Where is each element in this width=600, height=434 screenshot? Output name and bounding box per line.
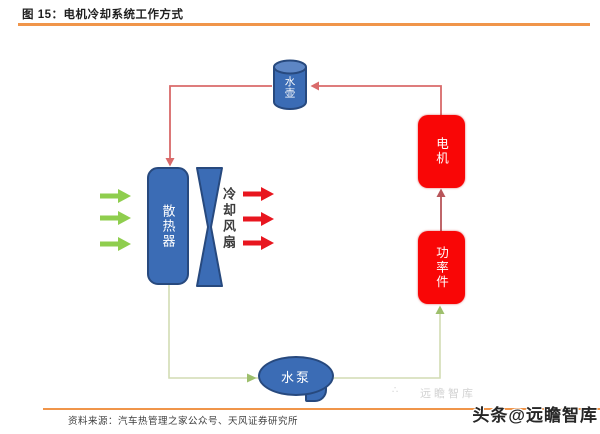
motor-to-kettle-line	[319, 85, 442, 115]
kettle-to-radiator-line	[169, 85, 272, 159]
source-note: 资料来源：汽车热管理之家公众号、天风证券研究所	[68, 416, 299, 427]
power-unit-label: 功率件	[434, 245, 448, 290]
water-kettle-label: 水壶	[283, 76, 296, 99]
watermark-logo: ∴	[392, 385, 400, 396]
node-water-kettle: 水壶	[272, 58, 308, 111]
water-pump-label: 水泵	[280, 369, 311, 385]
kettle-to-radiator-arrowhead	[165, 158, 175, 167]
airflow-in-arrows	[100, 189, 131, 251]
airflow-out-arrows	[243, 187, 274, 250]
cylinder-icon	[273, 59, 307, 110]
node-water-pump: 水泵	[258, 356, 334, 396]
figure-title: 图 15：电机冷却系统工作方式	[22, 9, 184, 21]
node-motor: 电机	[418, 115, 465, 188]
motor-to-kettle-arrowhead	[310, 81, 319, 91]
cooling-fan-icon	[196, 167, 223, 287]
power-inlet-arrowhead	[435, 305, 445, 314]
motor-label: 电机	[434, 137, 448, 166]
cooling-fan-label: 冷却风扇	[221, 187, 236, 251]
radiator-label: 散热器	[160, 203, 176, 249]
header-divider	[18, 23, 590, 26]
node-radiator: 散热器	[147, 167, 189, 285]
brand-stamp: 头条@远瞻智库	[472, 406, 598, 425]
node-power-unit: 功率件	[418, 231, 465, 304]
watermark-text: 远瞻智库	[420, 388, 476, 400]
power-to-motor-arrowhead	[436, 188, 446, 197]
pump-inlet-arrowhead	[247, 373, 257, 383]
footer-divider	[43, 408, 600, 410]
